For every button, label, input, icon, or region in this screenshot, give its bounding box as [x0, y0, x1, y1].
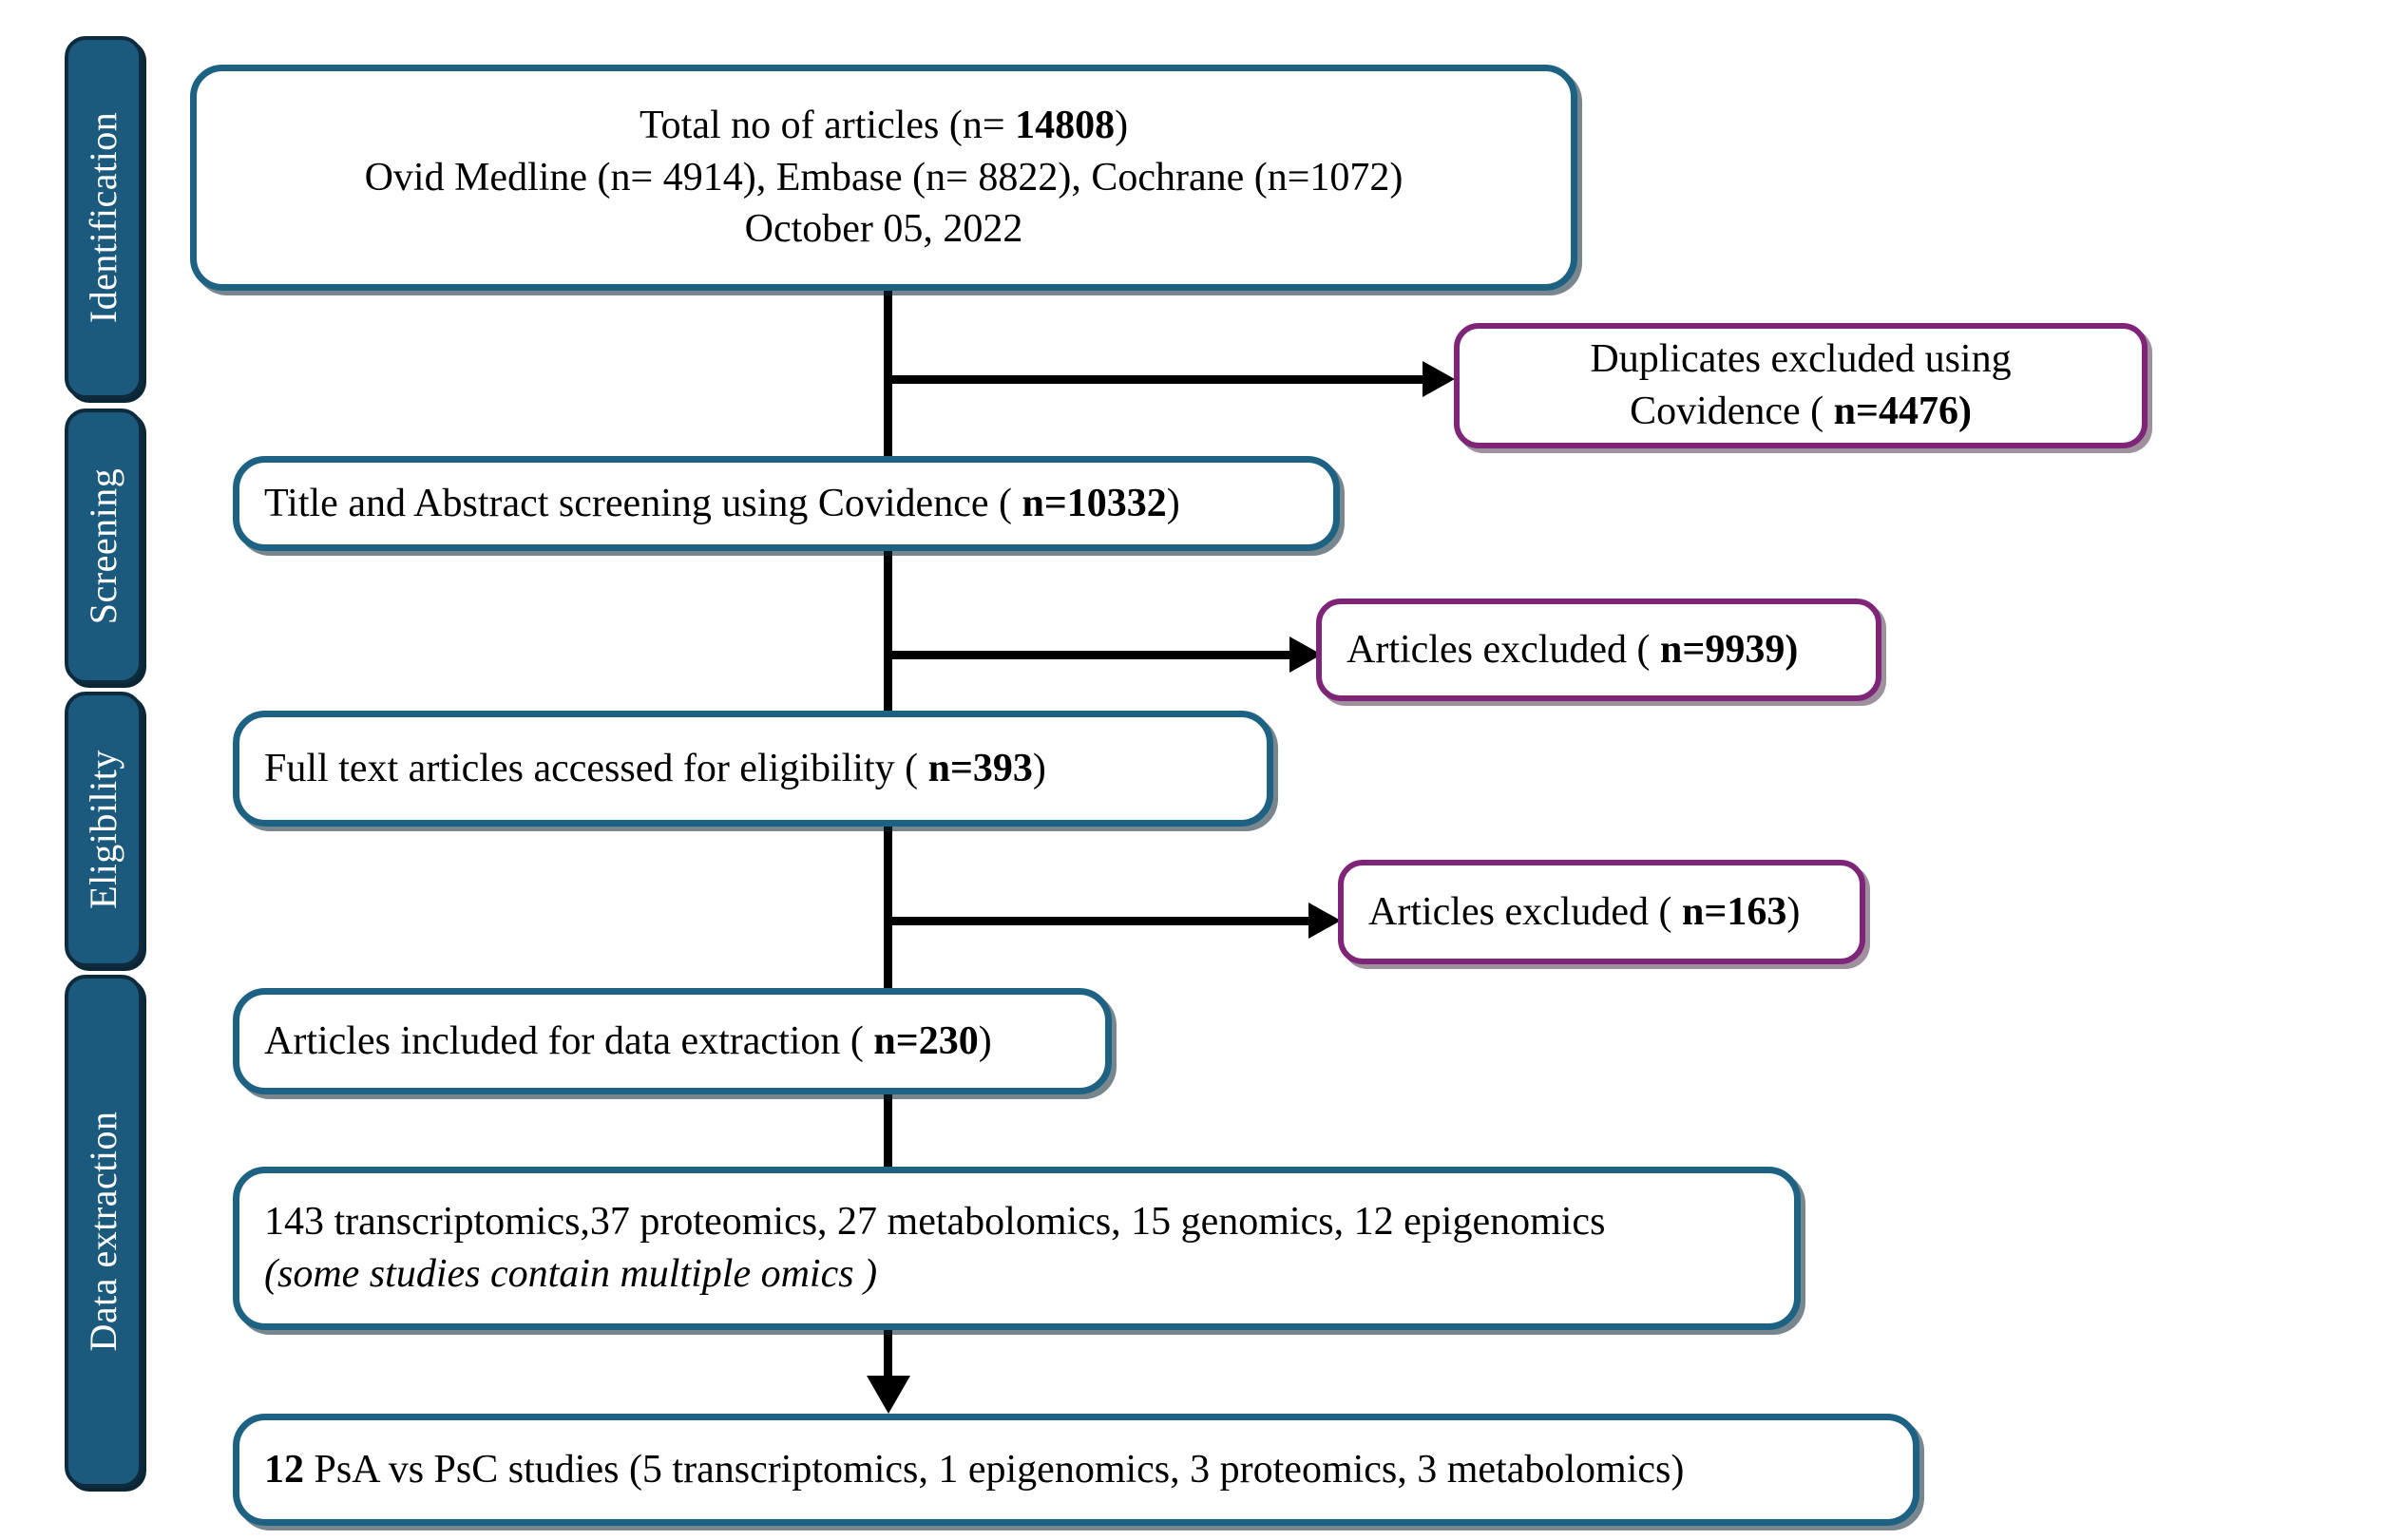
omics-line-1: 143 transcriptomics,37 proteomics, 27 me…: [264, 1200, 1606, 1245]
arrow-right-icon-duplicates: [1423, 361, 1455, 397]
stage-screening-label: Screening: [82, 467, 124, 625]
excluded-duplicates-line-1: Duplicates excluded using: [1590, 337, 2012, 382]
connector-omics-to-final: [884, 1330, 892, 1395]
excluded-9939-count: n=9939): [1660, 627, 1799, 672]
box-excluded-duplicates-text: Duplicates excluded using Covidence ( n=…: [1460, 333, 2142, 437]
excluded-163-count: n=163: [1682, 889, 1787, 934]
data-extraction-count: n=230: [873, 1018, 979, 1063]
box-eligibility-text: Full text articles accessed for eligibil…: [264, 746, 1046, 790]
box-final-studies: 12 PsA vs PsC studies (5 transcriptomics…: [233, 1414, 1919, 1526]
stage-screening: Screening: [65, 409, 143, 684]
stage-eligibility-label: Eligibility: [82, 750, 124, 909]
connector-screening-to-eligibility: [884, 549, 892, 720]
box-excluded-9939: Articles excluded ( n=9939): [1316, 599, 1881, 701]
identification-line-1: Total no of articles (n= 14808): [639, 104, 1129, 148]
arrow-right-icon-excluded-163: [1308, 903, 1341, 939]
excluded-duplicates-line-2: Covidence ( n=4476): [1630, 390, 1972, 433]
final-count: 12: [264, 1447, 304, 1492]
stage-data-extraction: Data extraction: [65, 975, 143, 1488]
connector-eligibility-to-extraction: [884, 827, 892, 998]
box-screening-text: Title and Abstract screening using Covid…: [264, 481, 1180, 525]
box-final-studies-text: 12 PsA vs PsC studies (5 transcriptomics…: [264, 1447, 1685, 1492]
box-data-extraction-text: Articles included for data extraction ( …: [264, 1018, 992, 1063]
connector-extraction-to-omics: [884, 1093, 892, 1178]
screening-count: n=10332: [1022, 481, 1167, 525]
box-screening: Title and Abstract screening using Covid…: [233, 456, 1340, 551]
box-identification: Total no of articles (n= 14808) Ovid Med…: [190, 65, 1577, 291]
identification-line-3: October 05, 2022: [744, 207, 1023, 252]
identification-line-2: Ovid Medline (n= 4914), Embase (n= 8822)…: [364, 155, 1404, 200]
stage-eligibility: Eligibility: [65, 692, 143, 967]
box-eligibility: Full text articles accessed for eligibil…: [233, 711, 1273, 827]
stage-identification-label: Identification: [82, 111, 124, 324]
eligibility-count: n=393: [927, 746, 1033, 790]
omics-line-2: (some studies contain multiple omics ): [264, 1252, 878, 1296]
box-excluded-duplicates: Duplicates excluded using Covidence ( n=…: [1454, 323, 2148, 448]
stage-identification: Identification: [65, 36, 143, 399]
box-excluded-9939-text: Articles excluded ( n=9939): [1346, 627, 1799, 672]
box-omics-breakdown-text: 143 transcriptomics,37 proteomics, 27 me…: [239, 1196, 1794, 1300]
connector-branch-excluded-9939: [884, 651, 1292, 659]
box-excluded-163-text: Articles excluded ( n=163): [1368, 889, 1801, 934]
box-omics-breakdown: 143 transcriptomics,37 proteomics, 27 me…: [233, 1167, 1801, 1330]
stage-data-extraction-label: Data extraction: [82, 1111, 124, 1352]
arrow-down-icon-to-final: [867, 1376, 910, 1414]
connector-branch-duplicates: [884, 375, 1425, 384]
box-identification-text: Total no of articles (n= 14808) Ovid Med…: [197, 100, 1571, 256]
connector-branch-excluded-163: [884, 917, 1311, 925]
excluded-duplicates-count: n=4476): [1833, 390, 1972, 433]
box-data-extraction: Articles included for data extraction ( …: [233, 988, 1112, 1094]
identification-total-count: 14808: [1015, 104, 1116, 148]
box-excluded-163: Articles excluded ( n=163): [1338, 860, 1865, 964]
